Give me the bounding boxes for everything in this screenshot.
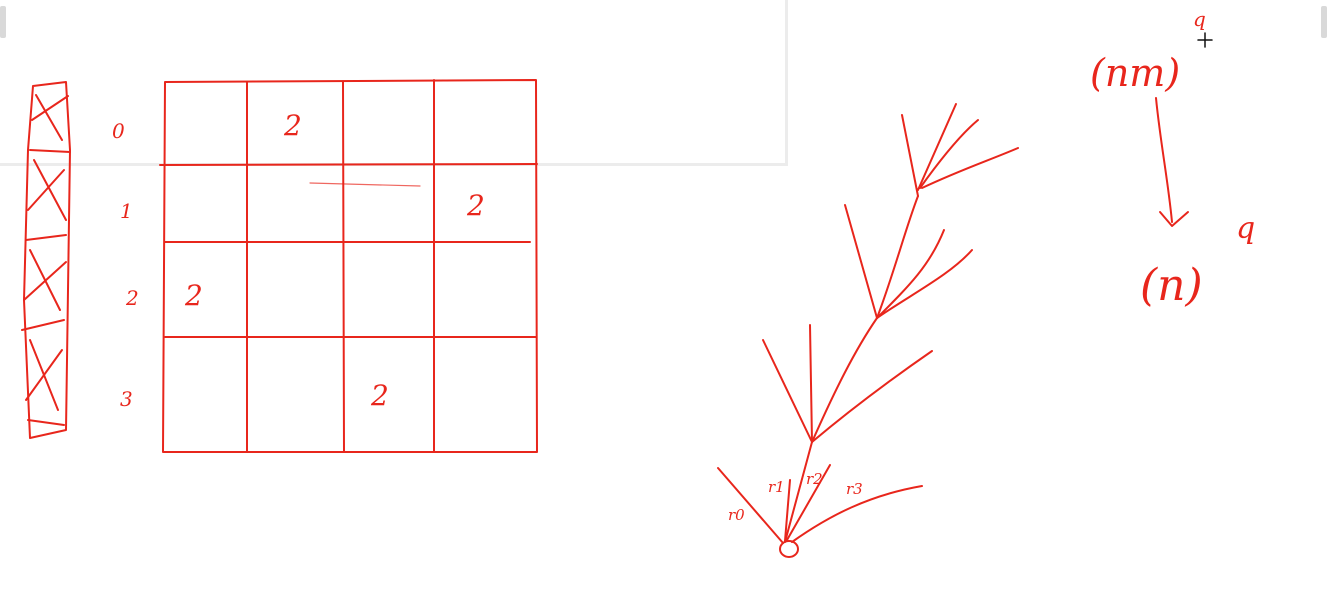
branch-label-r0: r0 xyxy=(728,506,745,524)
recursion-tree: r0 r1 r2 r3 xyxy=(717,103,1019,558)
row-label-3: 3 xyxy=(120,387,133,411)
grid-cell-values: 2 2 2 2 xyxy=(184,109,485,412)
tree-root-node xyxy=(779,540,799,558)
formula-top-exponent: q xyxy=(1193,7,1206,31)
formula-bottom-exponent: q xyxy=(1236,211,1255,246)
cell-3-2: 2 xyxy=(370,379,389,412)
row-label-1: 1 xyxy=(120,199,133,223)
cell-0-1: 2 xyxy=(283,109,302,142)
formula-sketch: (nm) q (n) q xyxy=(1090,7,1255,311)
grid-4x4 xyxy=(159,79,538,453)
row-label-0: 0 xyxy=(112,119,125,143)
branch-label-r3: r3 xyxy=(846,480,863,498)
down-arrow xyxy=(1155,97,1173,223)
down-arrow-head xyxy=(1159,211,1189,227)
hatched-column-sketch xyxy=(21,81,71,439)
right-edge-tab[interactable] xyxy=(1321,6,1327,38)
row-labels: 0 1 2 3 xyxy=(112,119,139,411)
branch-label-r1: r1 xyxy=(768,478,785,496)
branch-label-r2: r2 xyxy=(806,470,823,488)
cell-1-3: 2 xyxy=(466,189,485,222)
crosshair-cursor-icon xyxy=(1197,32,1213,48)
left-edge-tab[interactable] xyxy=(0,6,6,38)
cell-2-0: 2 xyxy=(184,279,203,312)
formula-bottom-base: (n) xyxy=(1140,260,1203,311)
row-label-2: 2 xyxy=(125,286,139,310)
formula-top-base: (nm) xyxy=(1090,51,1180,95)
